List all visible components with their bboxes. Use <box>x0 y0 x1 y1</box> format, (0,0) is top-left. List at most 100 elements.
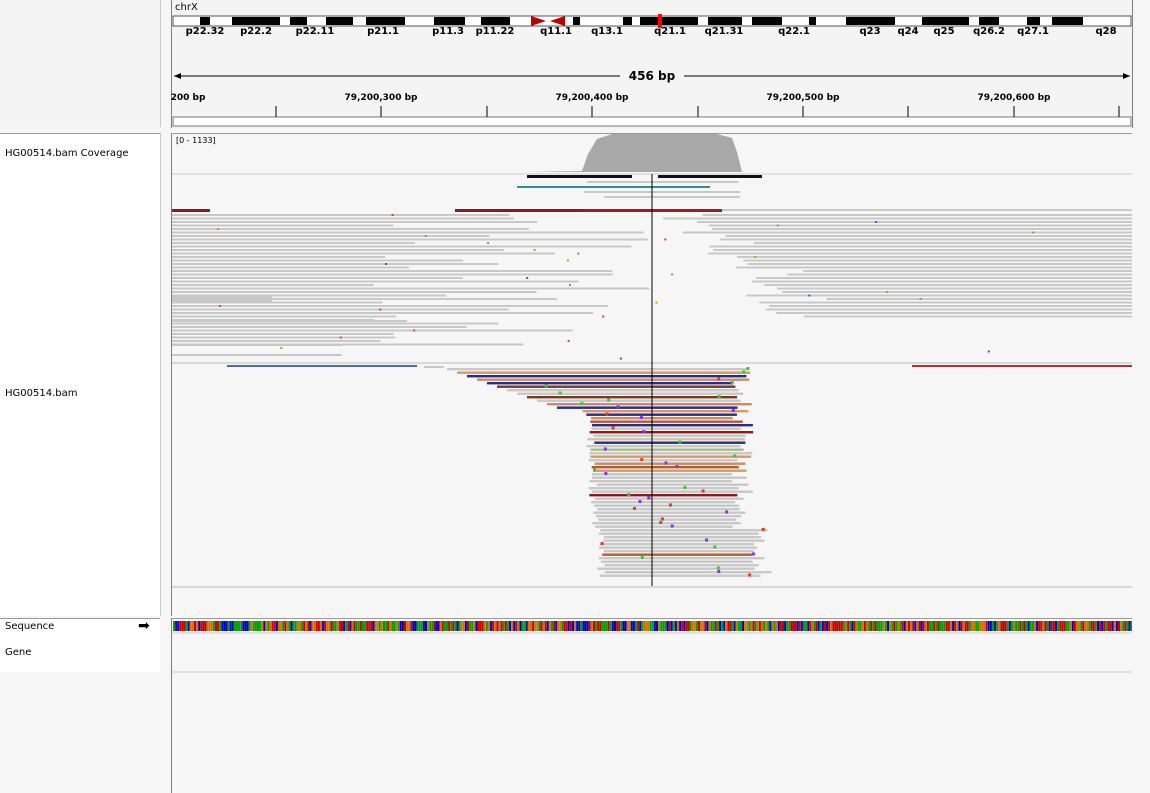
base <box>645 621 648 631</box>
base <box>307 621 310 631</box>
base <box>958 621 961 631</box>
base <box>469 621 472 631</box>
sequence-track-name[interactable]: Sequence <box>5 621 55 632</box>
base <box>899 621 902 631</box>
mismatch <box>683 486 687 489</box>
read <box>172 298 557 300</box>
read <box>584 191 740 193</box>
mismatch <box>885 291 888 293</box>
base <box>1130 621 1132 631</box>
base <box>593 621 595 631</box>
base <box>435 621 438 631</box>
read <box>172 296 272 298</box>
base <box>1065 621 1068 631</box>
read <box>598 518 737 521</box>
coverage-track-name[interactable]: HG00514.bam Coverage <box>5 148 129 159</box>
base <box>773 621 776 631</box>
base <box>859 621 862 631</box>
base <box>315 621 318 631</box>
read-discordant <box>912 365 1132 367</box>
base <box>985 621 988 631</box>
ideogram-band-5 <box>434 17 465 25</box>
base <box>194 621 196 631</box>
ideogram-band-12 <box>752 17 782 25</box>
name-panel-empty <box>0 672 172 792</box>
base <box>1034 621 1036 631</box>
base <box>355 621 358 631</box>
alignment-svg[interactable] <box>172 134 1132 616</box>
base <box>490 621 493 631</box>
mismatch <box>280 347 283 349</box>
base <box>725 621 728 631</box>
base <box>387 621 390 631</box>
base <box>672 621 675 631</box>
base <box>868 621 871 631</box>
base <box>200 621 203 631</box>
read <box>172 284 374 286</box>
base <box>229 621 232 631</box>
read <box>172 266 409 269</box>
base <box>893 621 896 631</box>
band-label: q25 <box>933 26 955 37</box>
arrow-right-icon[interactable]: ➡ <box>138 618 150 634</box>
base <box>488 621 490 631</box>
base <box>817 621 820 631</box>
sequence-svg <box>172 621 1132 673</box>
base <box>729 621 732 631</box>
mismatch <box>717 570 721 573</box>
mismatch <box>217 228 220 230</box>
ideogram-band-7 <box>573 17 580 25</box>
read <box>172 217 514 220</box>
base <box>294 621 297 631</box>
base <box>1063 621 1066 631</box>
mismatch <box>731 409 735 412</box>
base <box>280 621 283 631</box>
base <box>347 621 350 631</box>
base <box>1105 621 1108 631</box>
read <box>743 259 1132 262</box>
ideogram-band-6 <box>481 17 510 25</box>
read <box>172 256 386 258</box>
base <box>406 621 409 631</box>
mismatch <box>748 573 752 577</box>
base <box>429 621 432 631</box>
mismatch <box>655 301 658 304</box>
base <box>971 621 973 631</box>
alignment-track-name[interactable]: HG00514.bam <box>5 388 78 399</box>
base <box>393 621 396 631</box>
base <box>700 621 703 631</box>
base <box>540 621 543 631</box>
mismatch <box>592 468 596 472</box>
gene-track-name[interactable]: Gene <box>5 647 32 658</box>
feature-panel[interactable] <box>171 618 1132 793</box>
insert-bar-left <box>527 175 632 178</box>
ideogram-band-0 <box>200 17 210 25</box>
read-discordant <box>455 209 585 212</box>
base <box>366 621 369 631</box>
base <box>309 621 312 631</box>
data-panel[interactable]: [0 - 1133] <box>171 133 1132 616</box>
ideogram-svg[interactable] <box>172 0 1132 128</box>
base <box>607 621 610 631</box>
base <box>666 621 669 631</box>
base <box>246 621 249 631</box>
base <box>502 621 505 631</box>
base <box>569 621 572 631</box>
base <box>446 621 448 631</box>
mismatch <box>218 305 221 307</box>
base <box>231 621 234 631</box>
base <box>807 621 810 631</box>
base <box>870 621 873 631</box>
base <box>624 621 627 631</box>
base <box>538 621 541 631</box>
band-label: q23 <box>859 26 881 37</box>
base <box>821 621 824 631</box>
base <box>485 621 488 631</box>
mismatch <box>526 277 529 279</box>
base <box>536 621 539 631</box>
base <box>966 621 969 631</box>
mismatch <box>675 465 679 468</box>
read <box>713 249 1132 251</box>
base <box>1094 621 1097 631</box>
read <box>736 266 1132 269</box>
